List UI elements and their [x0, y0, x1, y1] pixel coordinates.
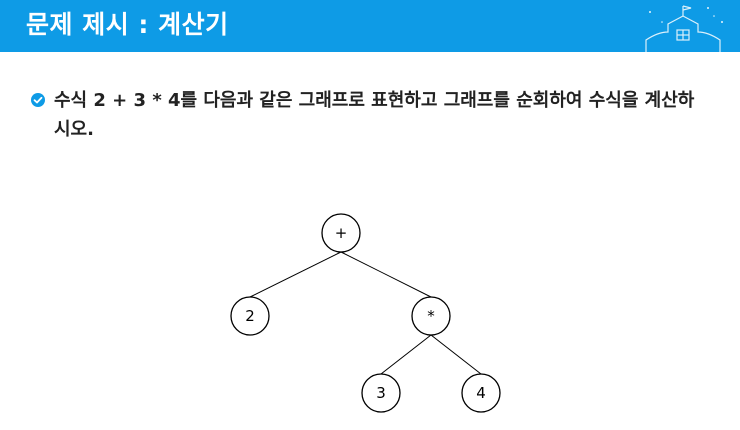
problem-statement: 수식 2 + 3 * 4를 다음과 같은 그래프로 표현하고 그래프를 순회하여…: [30, 86, 710, 144]
tree-node-circle: [230, 296, 270, 336]
tree-node-circle: [321, 213, 361, 253]
tree-node-four: 4: [461, 373, 501, 413]
tree-node-label: 3: [376, 384, 386, 402]
check-circle-icon: [31, 93, 45, 107]
problem-text: 수식 2 + 3 * 4를 다음과 같은 그래프로 표현하고 그래프를 순회하여…: [54, 90, 695, 140]
tree-node-plus: +: [321, 213, 361, 253]
tree-node-two: 2: [230, 296, 270, 336]
header-bar: 문제 제시 : 계산기: [0, 0, 740, 52]
tree-edge-plus-times: [340, 251, 432, 298]
tree-edge-times-three: [380, 334, 432, 375]
tree-node-circle: [361, 373, 401, 413]
tree-node-label: 4: [476, 384, 486, 402]
tree-node-label: *: [427, 307, 435, 325]
tree-node-times: *: [411, 296, 451, 336]
tree-node-label: +: [335, 224, 348, 242]
page-title: 문제 제시 : 계산기: [26, 10, 229, 39]
school-building-icon: [645, 5, 723, 52]
tree-edge-plus-two: [249, 251, 342, 298]
tree-edge-times-four: [430, 334, 482, 375]
tree-node-circle: [411, 296, 451, 336]
tree-node-label: 2: [245, 307, 255, 325]
tree-node-circle: [461, 373, 501, 413]
tree-node-three: 3: [361, 373, 401, 413]
